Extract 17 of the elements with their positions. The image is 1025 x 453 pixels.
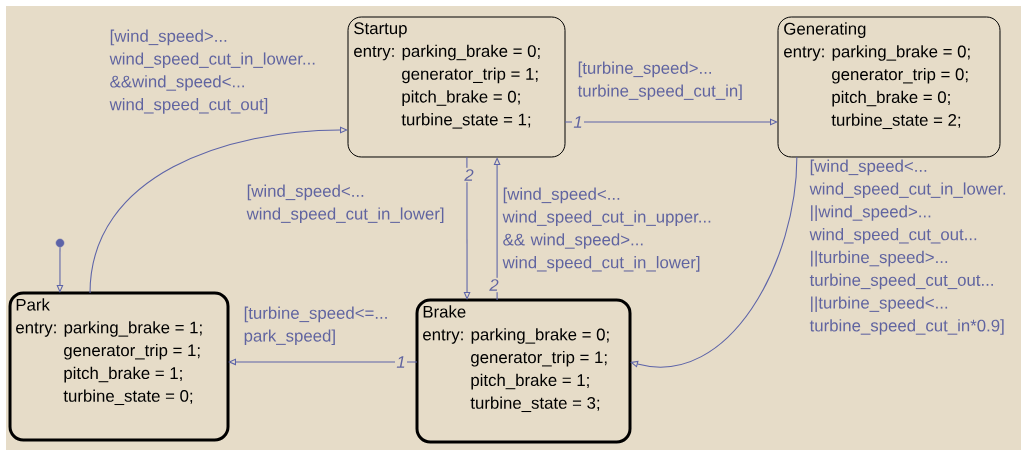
state-box: Generating entry: parking_brake = 0; generator_trip = 0; pitch_brake = 0; turbine_state = 2; xyxy=(777,16,1001,158)
transition-arrow xyxy=(228,358,418,366)
edge-label: [wind_speed>... wind_speed_cut_in_lower... &&wind_speed<... wind_speed_cut_out] xyxy=(109,29,315,114)
state-box: Park entry: parking_brake = 1; generator_trip = 1; pitch_brake = 1; turbine_state = 0; xyxy=(8,291,230,442)
transition-arrow xyxy=(493,157,501,301)
edge-label: [wind_speed<... wind_speed_cut_in_lower] xyxy=(246,184,444,224)
transition-arrow xyxy=(89,126,348,294)
edge-label: [turbine_speed<=... park_speed] xyxy=(244,306,387,346)
edge-label: [wind_speed<... wind_speed_cut_in_upper... && wind_speed>... wind_speed_cut_in_lower] xyxy=(502,187,711,272)
edge-label: [turbine_speed>... turbine_speed_cut_in] xyxy=(577,61,742,101)
transition-arrow xyxy=(564,118,778,126)
state-box: Brake entry: parking_brake = 0; generator_trip = 1; pitch_brake = 1; turbine_state = 3; xyxy=(415,298,632,444)
transition-arrow xyxy=(630,156,798,368)
edge-label: [wind_speed<... wind_speed_cut_in_lower. ||wind_speed>... wind_speed_cut_out... ||turbine_speed>... turbine_speed_cut_out... ||turbine_speed<... turbine_speed_cut_in*0.9] xyxy=(809,159,1006,335)
transition-arrow xyxy=(463,156,471,300)
transition-arrow xyxy=(56,246,64,293)
state-box: Startup entry: parking_brake = 0; generator_trip = 1; pitch_brake = 0; turbine_state = 1; xyxy=(347,16,566,158)
